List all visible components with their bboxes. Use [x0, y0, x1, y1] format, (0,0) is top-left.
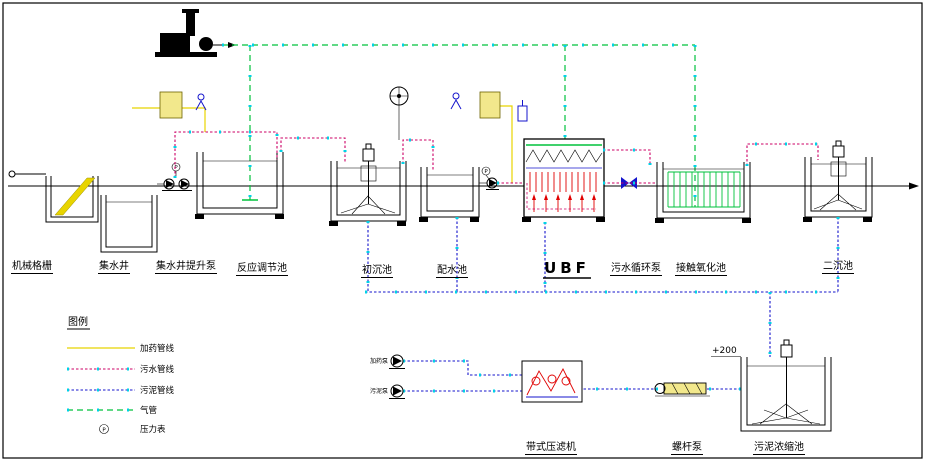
mechanical-screen-tank: [45, 176, 99, 223]
pump-icon: [390, 384, 404, 398]
label-secondary-clarifier: 二沉池: [823, 259, 853, 272]
ubf-feed-pump: P: [479, 166, 499, 190]
legend-label: 压力表: [140, 424, 166, 435]
dosing-tank-1: [159, 91, 183, 119]
mixer-icon-2: [450, 92, 462, 110]
legend: 图例 加药管线 污水管线 污泥管线 气管 P 压力表: [67, 315, 175, 435]
label-regulating-tank: 反应调节池: [237, 261, 287, 274]
regulating-tank: [195, 152, 284, 219]
air-pipes: [222, 43, 697, 207]
belt-press-feed-pumps: 加药泵 污泥泵: [370, 354, 405, 399]
scraper-motor-icon: [780, 344, 793, 358]
biofilm-media-icon: [667, 171, 741, 208]
dosing-pump-label: 加药泵: [370, 357, 388, 365]
sludge-pump-label: 污泥泵: [370, 387, 388, 395]
dosing-device-icon: [517, 100, 528, 122]
sludge-bed-hatch: [529, 172, 597, 192]
screw-pump-unit: [654, 382, 710, 397]
legend-label: 气管: [140, 405, 157, 416]
pump-icon: [390, 354, 404, 368]
svg-text:P: P: [102, 428, 106, 434]
influent-inlet: [8, 170, 46, 178]
roller-icon: [561, 376, 571, 386]
dosing-tank-2: [479, 91, 501, 119]
belt-filter-press-unit: [521, 360, 583, 403]
secondary-clarifier-tank: [803, 140, 873, 222]
label-circulation-pump: 污水循环泵: [611, 261, 661, 274]
legend-title: 图例: [68, 315, 88, 328]
label-ubf: UBF: [544, 259, 590, 277]
pressure-gauge-label: P: [174, 165, 178, 171]
roller-icon: [531, 376, 541, 386]
label-contact-oxidation: 接触氧化池: [676, 261, 726, 274]
lift-pumps: P: [157, 162, 192, 191]
scraper-motor-icon: [362, 148, 375, 162]
sludge-thickener-tank: +200: [711, 339, 832, 432]
label-collection-well: 集水井: [99, 259, 129, 272]
elevation-label: +200: [712, 346, 737, 356]
pressure-gauge-label: P: [484, 169, 488, 175]
mixer-icon-1: [195, 93, 207, 111]
sludge-pipes: [365, 217, 840, 393]
roller-icon: [547, 374, 557, 384]
label-screw-pump: 螺杆泵: [672, 441, 702, 453]
distribution-tank: [419, 167, 480, 222]
label-belt-press: 带式压滤机: [526, 440, 576, 453]
dosing-pipes: [132, 105, 513, 183]
legend-label: 污泥管线: [140, 385, 175, 396]
contact-oxidation-tank: [655, 162, 751, 223]
fan-icon: [389, 86, 409, 140]
primary-clarifier-tank: [329, 143, 407, 226]
legend-label: 污水管线: [140, 364, 175, 375]
label-mechanical-screen: 机械格栅: [12, 259, 52, 272]
pressure-gauge-icon: [99, 424, 109, 434]
bar-screen-icon: [54, 177, 96, 216]
label-primary-clarifier: 初沉池: [362, 263, 392, 276]
three-phase-separator-icon: [525, 149, 603, 163]
ubf-reactor: [522, 138, 605, 222]
label-sludge-thickener: 污泥浓缩池: [754, 440, 804, 453]
sewage-pipes: [173, 130, 820, 185]
scraper-motor-icon: [832, 145, 845, 158]
main-flow-line: [8, 182, 919, 190]
unit-labels: 机械格栅 集水井 集水井提升泵 反应调节池 初沉池 配水池 UBF 污水循环泵 …: [11, 259, 854, 455]
legend-label: 加药管线: [140, 343, 175, 354]
label-distribution-tank: 配水池: [437, 263, 467, 276]
label-lift-pump: 集水井提升泵: [156, 259, 216, 272]
collection-well-tank: [100, 195, 158, 253]
air-blower: [155, 9, 236, 57]
